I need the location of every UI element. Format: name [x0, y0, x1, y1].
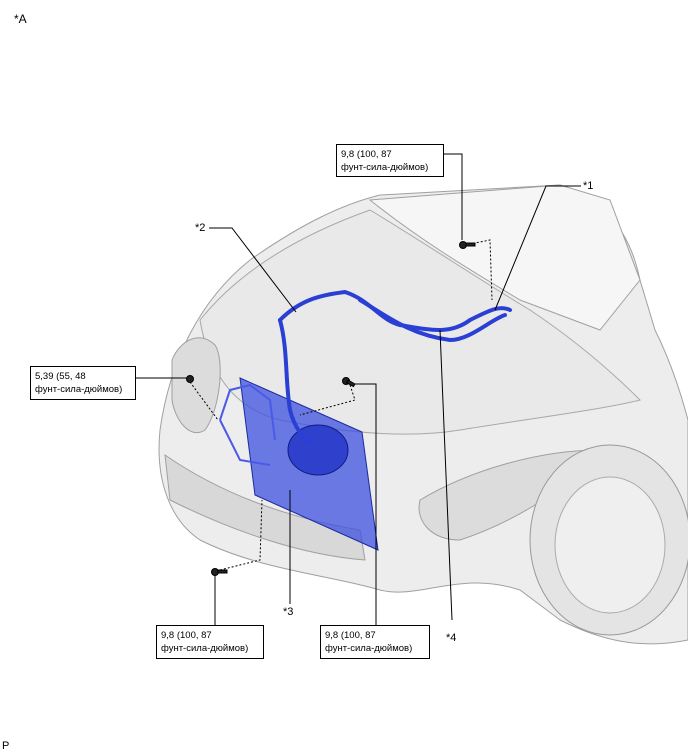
headlight-left [171, 337, 221, 433]
callout-1: *1 [583, 180, 594, 192]
torque-spec-top-line2: фунт-сила-дюймов) [341, 162, 429, 173]
torque-spec-bottom-left-line1: 9,8 (100, 87 [161, 630, 212, 641]
lower-grille [164, 453, 366, 561]
figure-label: *A [14, 12, 27, 26]
ac-pipes [278, 290, 512, 447]
torque-spec-left: 5,39 (55, 48 фунт-сила-дюймов) [30, 366, 136, 400]
footer-label: P [2, 740, 10, 752]
torque-spec-bottom-right: 9,8 (100, 87 фунт-сила-дюймов) [320, 625, 430, 659]
torque-spec-bottom-left: 9,8 (100, 87 фунт-сила-дюймов) [156, 625, 264, 659]
bolt-left [186, 375, 194, 383]
callout-3: *3 [283, 606, 294, 618]
bolt-icons [186, 241, 476, 576]
torque-spec-bottom-left-line2: фунт-сила-дюймов) [161, 643, 249, 654]
torque-spec-left-line2: фунт-сила-дюймов) [35, 384, 123, 395]
windshield [368, 184, 641, 331]
callout-2: *2 [195, 222, 206, 234]
bolt-bottom [211, 568, 219, 576]
front-wheel [529, 444, 688, 636]
torque-spec-top: 9,8 (100, 87 фунт-сила-дюймов) [336, 144, 444, 177]
torque-spec-top-line1: 9,8 (100, 87 [341, 149, 392, 160]
torque-spec-bottom-right-line1: 9,8 (100, 87 [325, 630, 376, 641]
callout-4: *4 [446, 632, 457, 644]
bolt-top [459, 241, 467, 249]
torque-spec-bottom-right-line2: фунт-сила-дюймов) [325, 643, 413, 654]
torque-spec-left-line1: 5,39 (55, 48 [35, 371, 86, 382]
leader-lines [136, 153, 581, 625]
compressor-part [287, 424, 349, 476]
